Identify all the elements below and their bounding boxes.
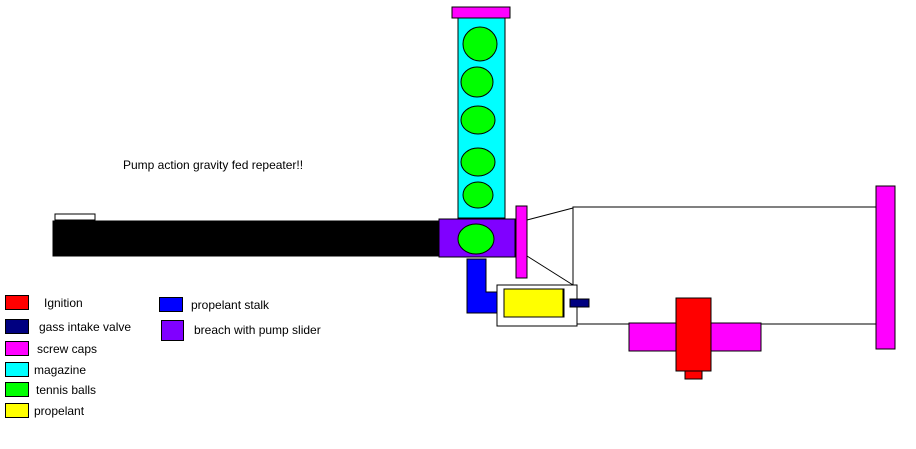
tennis-ball <box>460 66 494 98</box>
legend-label-ignition: Ignition <box>44 296 83 310</box>
tennis-ball <box>462 26 498 62</box>
front-sight <box>54 213 96 221</box>
tennis-ball-chambered <box>457 223 495 255</box>
tennis-ball <box>462 181 494 209</box>
propelant <box>503 288 565 318</box>
legend-swatch-breach <box>161 320 184 341</box>
legend-label-propelant: propelant <box>34 404 85 418</box>
legend-swatch-propelant-stalk <box>159 297 183 312</box>
tennis-ball <box>460 105 496 135</box>
diagram-title: Pump action gravity fed repeater!! <box>123 158 304 172</box>
barrel <box>52 220 440 257</box>
legend-swatch-screw-caps <box>5 341 29 356</box>
rear-screw-cap <box>875 185 896 350</box>
ignition-tip <box>684 370 703 380</box>
legend-swatch-magazine <box>5 362 29 377</box>
legend-label-tennis-balls: tennis balls <box>36 383 97 397</box>
combustion-chamber <box>572 206 877 325</box>
legend-label-screw-caps: screw caps <box>37 342 98 356</box>
ignition <box>675 297 712 372</box>
legend-label-magazine: magazine <box>34 363 87 377</box>
reducer-top-line <box>526 207 574 221</box>
legend-label-breach: breach with pump slider <box>194 323 321 337</box>
legend-label-propelant-stalk: propelant stalk <box>191 298 270 312</box>
magazine-screw-cap <box>451 6 511 19</box>
gas-intake-valve <box>569 298 590 308</box>
tennis-ball <box>460 147 496 177</box>
breach-screw-cap <box>515 205 528 279</box>
legend-swatch-gas-intake-valve <box>5 319 29 334</box>
legend-label-gas-intake-valve: gass intake valve <box>39 320 132 334</box>
reducer-bottom-line <box>526 255 574 286</box>
legend-swatch-tennis-balls <box>5 382 29 397</box>
legend-swatch-ignition <box>5 295 29 310</box>
legend-swatch-propelant <box>5 403 29 418</box>
